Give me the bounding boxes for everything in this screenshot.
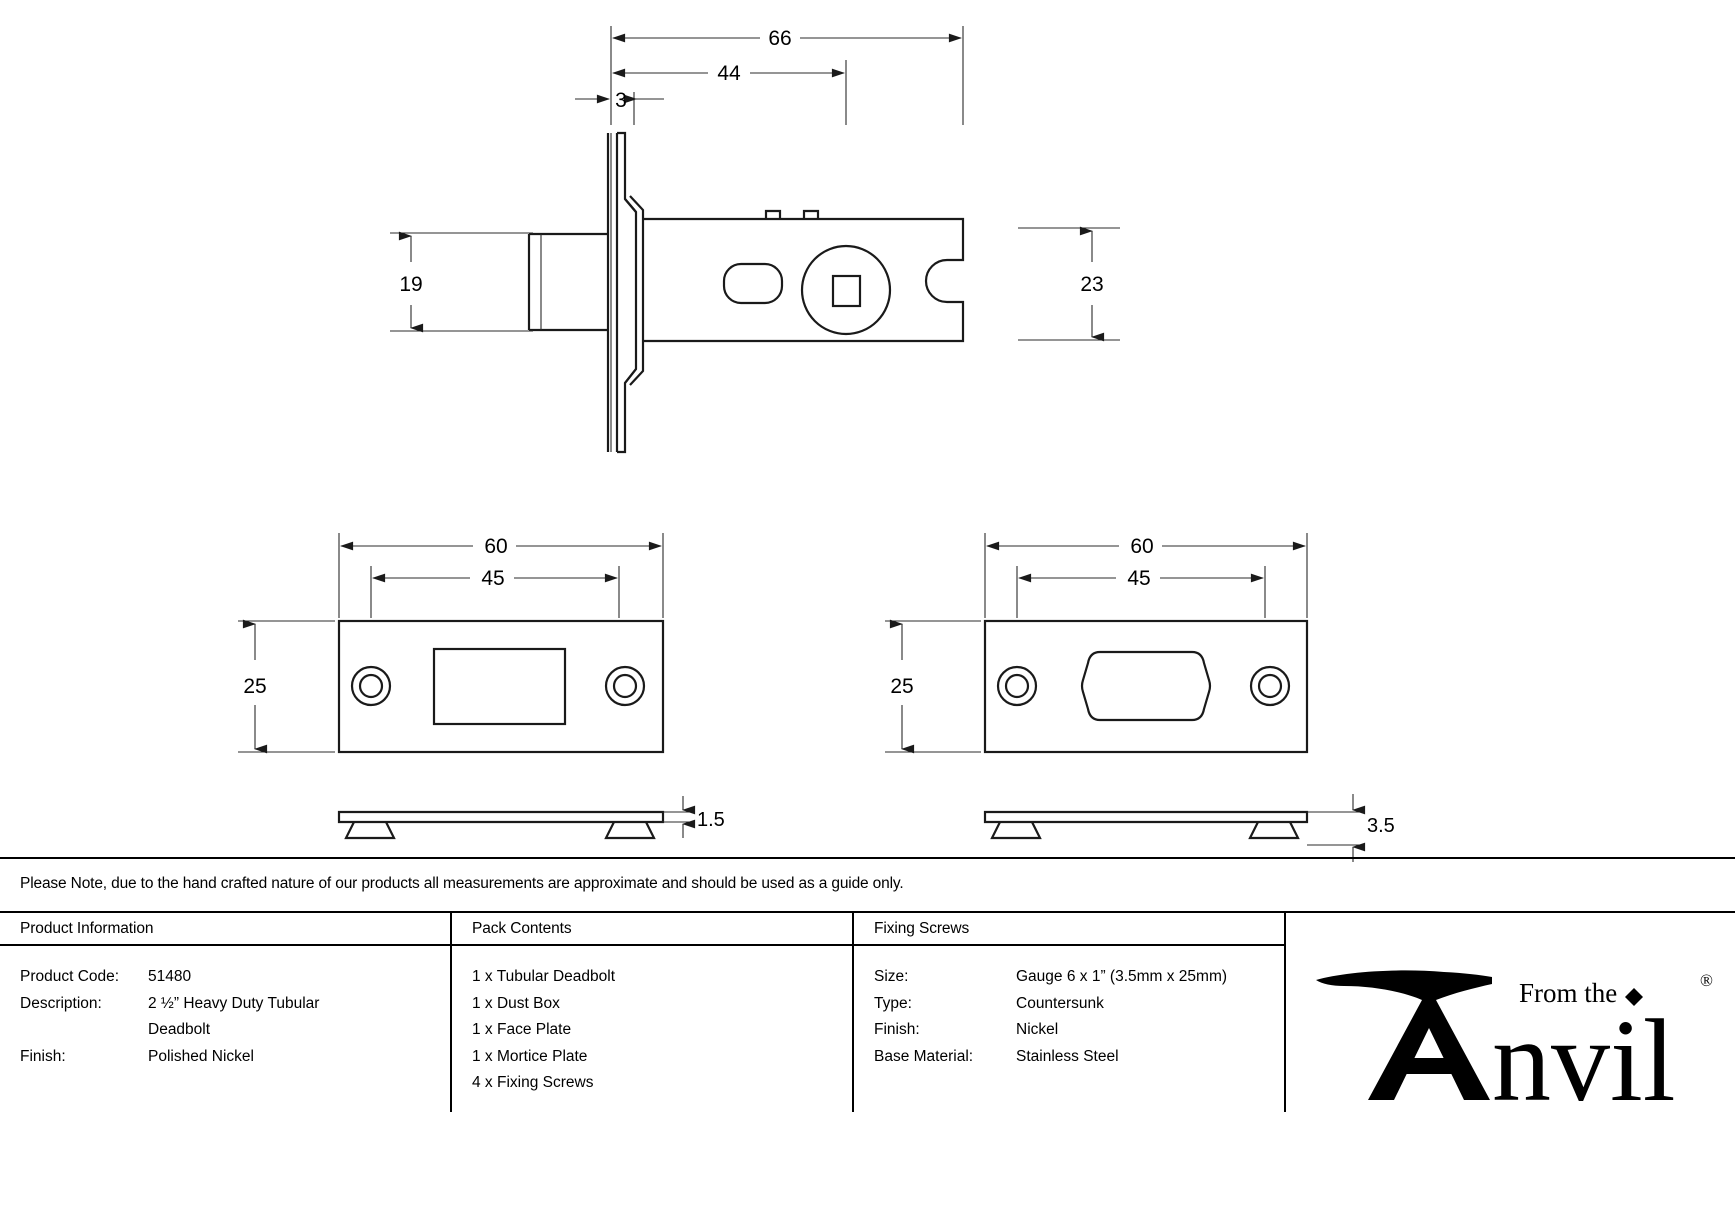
anvil-logo-svg: From the nvil ®: [1316, 970, 1713, 1102]
value-screw-size: Gauge 6 x 1” (3.5mm x 25mm): [1016, 968, 1228, 985]
row-product-code: Product Code: 51480: [20, 964, 450, 991]
cell-brand-logo: From the nvil ®: [1286, 946, 1735, 1112]
svg-text:66: 66: [768, 27, 791, 50]
logo-anvil-text: nvil: [1492, 995, 1676, 1102]
row-screw-type: Type: Countersunk: [874, 991, 1284, 1018]
svg-text:60: 60: [484, 535, 507, 558]
row-screw-size: Size: Gauge 6 x 1” (3.5mm x 25mm): [874, 964, 1284, 991]
pack-item: 4 x Fixing Screws: [472, 1074, 594, 1091]
svg-text:25: 25: [243, 675, 266, 698]
logo-from-the-text: From the: [1519, 978, 1617, 1008]
svg-text:19: 19: [399, 273, 422, 296]
value-screw-base-material: Stainless Steel: [1016, 1047, 1119, 1065]
diamond-icon: [1625, 988, 1643, 1006]
label-screw-type: Type:: [874, 994, 912, 1012]
pack-item: 1 x Mortice Plate: [472, 1047, 588, 1065]
svg-text:25: 25: [890, 675, 913, 698]
svg-text:3: 3: [615, 89, 627, 112]
svg-text:3.5: 3.5: [1367, 815, 1395, 837]
row-finish: Finish: Polished Nickel: [20, 1044, 450, 1071]
pack-item: 1 x Face Plate: [472, 1021, 572, 1038]
cell-product-information: Product Code: 51480 Description: 2 ½” He…: [0, 946, 452, 1112]
pack-item: 1 x Dust Box: [472, 994, 560, 1012]
table-body-row: Product Code: 51480 Description: 2 ½” He…: [0, 946, 1735, 1112]
label-screw-base-material: Base Material:: [874, 1047, 974, 1065]
table-header-row: Product Information Pack Contents Fixing…: [0, 913, 1735, 946]
cell-pack-contents: 1 x Tubular Deadbolt 1 x Dust Box 1 x Fa…: [452, 946, 854, 1112]
svg-text:1.5: 1.5: [697, 809, 725, 831]
pack-item: 1 x Tubular Deadbolt: [472, 968, 616, 985]
label-finish: Finish:: [20, 1047, 66, 1065]
registered-trademark-icon: ®: [1700, 971, 1713, 990]
header-product-information: Product Information: [0, 913, 452, 946]
value-screw-finish: Nickel: [1016, 1021, 1059, 1038]
value-product-code: 51480: [148, 968, 192, 985]
svg-text:44: 44: [717, 62, 741, 85]
measurement-note: Please Note, due to the hand crafted nat…: [20, 875, 904, 892]
label-screw-finish: Finish:: [874, 1021, 920, 1038]
label-product-code: Product Code:: [20, 968, 120, 985]
row-description: Description: 2 ½” Heavy Duty Tubular: [20, 991, 450, 1018]
header-pack-contents: Pack Contents: [452, 913, 854, 946]
value-screw-type: Countersunk: [1016, 994, 1104, 1012]
label-screw-size: Size:: [874, 968, 909, 985]
header-logo-spacer: [1286, 913, 1735, 946]
svg-text:60: 60: [1130, 535, 1153, 558]
anvil-a-icon: [1316, 970, 1492, 1100]
svg-text:45: 45: [1127, 567, 1150, 590]
svg-text:23: 23: [1080, 273, 1103, 296]
header-fixing-screws: Fixing Screws: [854, 913, 1286, 946]
row-screw-finish: Finish: Nickel: [874, 1017, 1284, 1044]
specification-table: Please Note, due to the hand crafted nat…: [0, 857, 1735, 1112]
anvil-logo: From the nvil ®: [1286, 946, 1735, 1112]
note-row: Please Note, due to the hand crafted nat…: [0, 857, 1735, 913]
value-description-continued: Deadbolt: [148, 1021, 211, 1038]
value-finish: Polished Nickel: [148, 1047, 254, 1065]
label-description: Description:: [20, 994, 102, 1012]
svg-text:45: 45: [481, 567, 504, 590]
row-screw-base-material: Base Material: Stainless Steel: [874, 1044, 1284, 1071]
cell-fixing-screws: Size: Gauge 6 x 1” (3.5mm x 25mm) Type: …: [854, 946, 1286, 1112]
value-description: 2 ½” Heavy Duty Tubular: [148, 994, 320, 1012]
